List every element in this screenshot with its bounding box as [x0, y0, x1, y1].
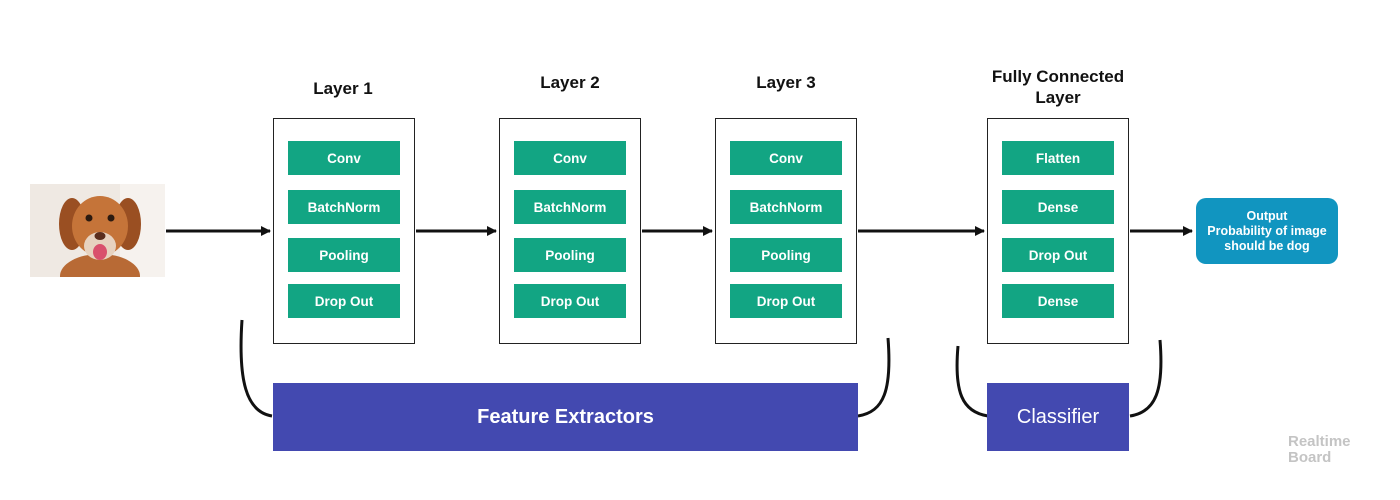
brace-feature-right	[857, 337, 891, 418]
layer-2-title: Layer 2	[540, 73, 600, 92]
fc-op-dense-2: Dense	[1002, 284, 1114, 318]
layer-3-op-dropout: Drop Out	[730, 284, 842, 318]
layer-2-op-conv: Conv	[514, 141, 626, 175]
watermark-line-1: Realtime	[1288, 433, 1351, 450]
fc-layer-title: Fully Connected Layer	[968, 66, 1148, 108]
layer-1-title: Layer 1	[313, 79, 373, 98]
layer-3-op-batchnorm: BatchNorm	[730, 190, 842, 224]
layer-2-op-batchnorm: BatchNorm	[514, 190, 626, 224]
layer-2-op-dropout: Drop Out	[514, 284, 626, 318]
layer-2-op-pooling: Pooling	[514, 238, 626, 272]
classifier-bar: Classifier	[987, 383, 1129, 451]
brace-classifier-left	[955, 345, 989, 418]
feature-extractors-bar: Feature Extractors	[273, 383, 858, 451]
fc-layer-title-line-2: Layer	[1035, 88, 1081, 107]
layer-1-box: Conv BatchNorm Pooling Drop Out	[273, 118, 415, 344]
layer-1-op-pooling: Pooling	[288, 238, 400, 272]
fc-op-dropout: Drop Out	[1002, 238, 1114, 272]
layer-2-box: Conv BatchNorm Pooling Drop Out	[499, 118, 641, 344]
output-line-3: should be dog	[1224, 238, 1310, 253]
layer-3-op-conv: Conv	[730, 141, 842, 175]
brace-feature-left	[239, 319, 273, 418]
layer-1-op-dropout: Drop Out	[288, 284, 400, 318]
fc-layer-box: Flatten Dense Drop Out Dense	[987, 118, 1129, 344]
fc-op-dense-1: Dense	[1002, 190, 1114, 224]
brace-classifier-right	[1129, 339, 1163, 418]
watermark-line-2: Board	[1288, 449, 1332, 466]
layer-1-op-conv: Conv	[288, 141, 400, 175]
output-line-2: Probability of image	[1207, 223, 1327, 238]
dog-input-image	[30, 184, 165, 277]
output-box: Output Probability of image should be do…	[1196, 198, 1338, 264]
layer-3-title: Layer 3	[756, 73, 816, 92]
fc-op-flatten: Flatten	[1002, 141, 1114, 175]
layer-1-op-batchnorm: BatchNorm	[288, 190, 400, 224]
fc-layer-title-line-1: Fully Connected	[991, 67, 1125, 86]
realtimeboard-watermark: Realtime Board	[1288, 434, 1351, 466]
layer-3-op-pooling: Pooling	[730, 238, 842, 272]
layer-3-box: Conv BatchNorm Pooling Drop Out	[715, 118, 857, 344]
output-line-1: Output	[1246, 208, 1288, 223]
